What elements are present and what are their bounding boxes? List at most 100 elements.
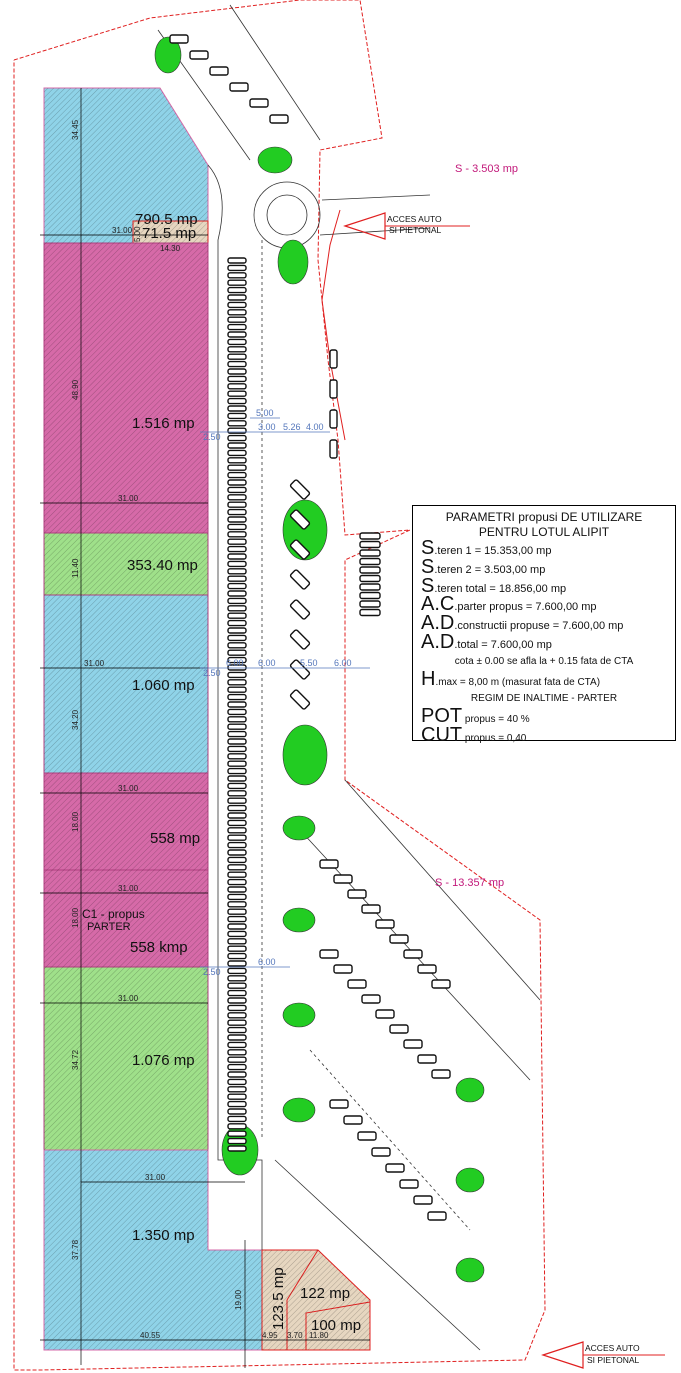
dimension-label: 31.00 xyxy=(118,494,139,503)
parked-car xyxy=(227,545,247,553)
parked-car xyxy=(227,449,247,457)
parked-car xyxy=(319,949,339,959)
parameter-row: S.teren total = 18.856,00 mp xyxy=(421,574,667,597)
parked-car xyxy=(227,649,247,656)
parked-car xyxy=(289,659,311,680)
parked-car xyxy=(227,338,247,346)
parked-car xyxy=(227,819,247,827)
parked-car xyxy=(227,582,247,590)
parked-car xyxy=(347,979,367,989)
parked-car xyxy=(389,1024,409,1034)
zone-label: 123.5 mp xyxy=(270,1267,287,1330)
dimension-label: 18.00 xyxy=(71,811,80,832)
param-symbol: POT xyxy=(421,705,463,728)
zone-label: PARTER xyxy=(87,921,131,933)
parked-car xyxy=(227,471,247,479)
dimension-label: 40.55 xyxy=(140,1331,161,1340)
dimension-label: 5.00 xyxy=(133,226,142,242)
parked-car xyxy=(227,286,247,294)
dimension-label: 3.70 xyxy=(287,1331,303,1340)
parked-car xyxy=(329,409,338,429)
parked-car xyxy=(357,1131,377,1141)
access-marker-bottom: ACCES AUTO SI PIETONAL xyxy=(541,1341,665,1369)
zone-label: 1.060 mp xyxy=(132,677,195,694)
parked-car xyxy=(227,427,247,434)
dimension-label: 34.20 xyxy=(71,709,80,730)
parked-car xyxy=(227,420,247,427)
parked-car xyxy=(227,494,247,501)
height-regime: REGIM DE INALTIME - PARTER xyxy=(470,692,618,704)
parked-car xyxy=(319,859,339,869)
param-symbol: S xyxy=(421,574,435,597)
parked-car xyxy=(227,701,247,708)
parked-car xyxy=(227,575,247,582)
parked-car xyxy=(227,1100,247,1108)
dimension-label: 14.30 xyxy=(160,244,181,253)
parked-car xyxy=(227,908,247,915)
parked-car xyxy=(227,390,247,397)
parked-car xyxy=(227,353,247,360)
parked-car xyxy=(227,590,247,597)
parked-car xyxy=(227,272,247,279)
parked-car xyxy=(227,1093,247,1100)
zone-label: 1.350 mp xyxy=(132,1227,195,1244)
svg-text:ACCES AUTO: ACCES AUTO xyxy=(387,214,442,224)
parked-car xyxy=(227,523,247,531)
parked-car xyxy=(403,949,423,959)
parked-car xyxy=(359,574,381,583)
parked-car xyxy=(389,934,409,944)
parked-car xyxy=(227,849,247,856)
parked-car xyxy=(227,375,247,383)
parked-car xyxy=(227,508,247,516)
parked-car xyxy=(431,979,451,989)
parked-car xyxy=(227,516,247,523)
parked-car xyxy=(227,745,247,753)
parked-car xyxy=(227,716,247,723)
parked-car xyxy=(227,1012,247,1019)
parked-car xyxy=(227,871,247,878)
parked-car xyxy=(227,1115,247,1123)
parked-car xyxy=(403,1039,423,1049)
parked-car xyxy=(227,790,247,797)
dimension-label: 31.00 xyxy=(145,1173,166,1182)
parked-car xyxy=(227,568,247,575)
parked-car xyxy=(227,782,247,790)
param-value: propus = 40 % xyxy=(462,714,530,726)
road-dimension: 6.00 xyxy=(334,658,352,668)
parameter-row: S.teren 2 = 3.503,00 mp xyxy=(421,557,667,578)
dimension-label: 34.45 xyxy=(71,119,80,140)
parked-car xyxy=(227,686,247,693)
parked-car xyxy=(289,509,311,530)
parked-car xyxy=(227,723,247,730)
param-symbol: A.D xyxy=(421,630,455,653)
parked-car xyxy=(227,479,247,486)
parked-car xyxy=(227,1071,247,1078)
dimension-label: 4.95 xyxy=(262,1331,278,1340)
parked-car xyxy=(385,1163,405,1173)
parked-car xyxy=(227,405,247,412)
svg-text:SI PIETONAL: SI PIETONAL xyxy=(587,1355,640,1365)
parked-car xyxy=(227,560,247,568)
parked-car xyxy=(289,629,311,650)
parked-car xyxy=(227,952,247,960)
roundabout xyxy=(253,181,321,249)
parked-car xyxy=(359,583,381,591)
parameters-title: PARAMETRI propusi DE UTILIZARE xyxy=(445,510,643,524)
parked-car xyxy=(227,368,247,375)
dimension-label: 31.00 xyxy=(118,884,139,893)
cota-note: cota ± 0.00 se afla la + 0.15 fata de CT… xyxy=(454,655,634,667)
zone-label: 122 mp xyxy=(300,1285,350,1302)
parked-car xyxy=(227,664,247,671)
parked-car xyxy=(227,1078,247,1086)
parameter-row: A.C.parter propus = 7.600,00 mp xyxy=(421,594,667,615)
parked-car xyxy=(413,1195,433,1205)
param-value: .teren total = 18.856,00 mp xyxy=(434,582,567,595)
road-dimension: 4.00 xyxy=(306,422,324,432)
road-dimension: 5.26 xyxy=(283,422,301,432)
dimension-label: 31.00 xyxy=(118,994,139,1003)
parked-car xyxy=(227,901,247,908)
access-arrow-icon xyxy=(343,212,386,240)
param-value: .constructii propuse = 7.600,00 mp xyxy=(454,620,624,632)
parked-car xyxy=(329,379,338,399)
